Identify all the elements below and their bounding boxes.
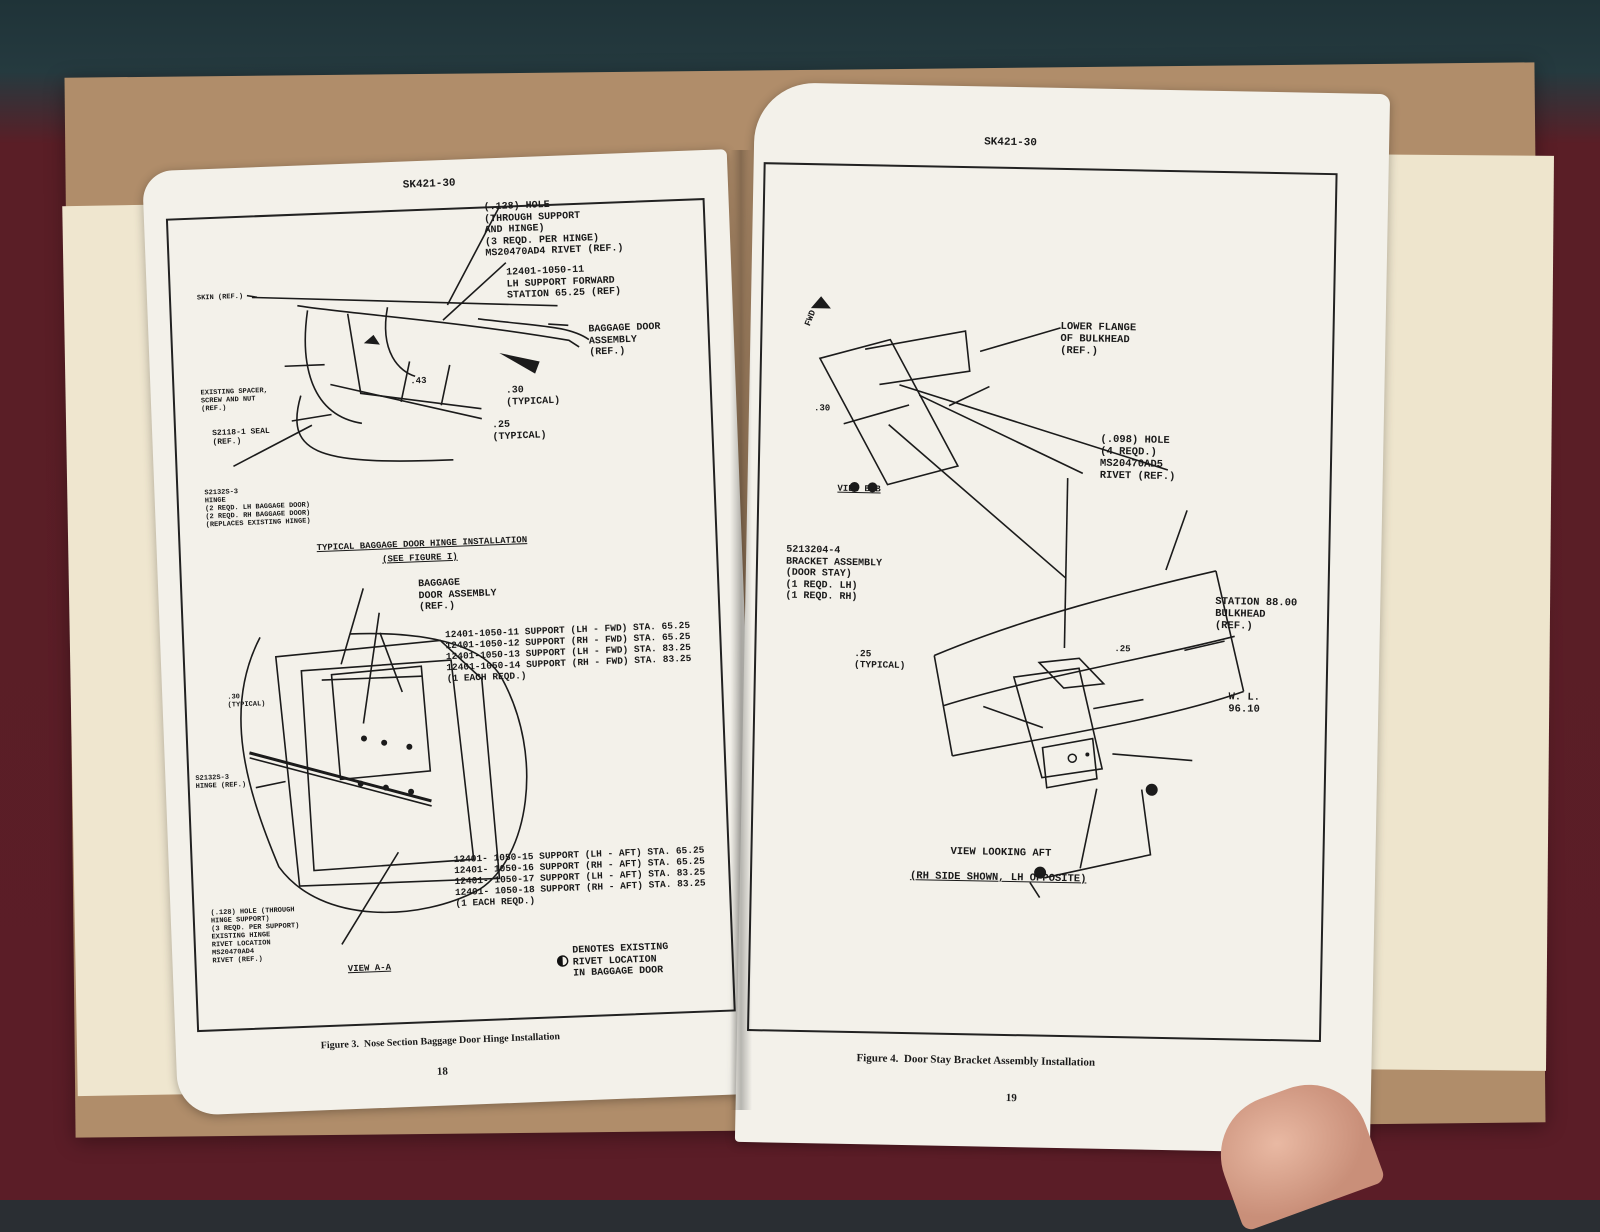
- bracket-assembly-label: 5213204-4 BRACKET ASSEMBLY (DOOR STAY) (…: [785, 544, 883, 604]
- right-figure-drawing: [810, 296, 1245, 899]
- view-looking-aft-title: VIEW LOOKING AFT: [950, 845, 1052, 860]
- dim-25-label-right: .25: [1114, 644, 1131, 655]
- dim-25-typical-label: .25 (TYPICAL): [853, 648, 906, 671]
- dim-30-typical-label: .30 (TYPICAL): [227, 693, 266, 710]
- legend-label: DENOTES EXISTING RIVET LOCATION IN BAGGA…: [572, 941, 669, 980]
- waterline-label: W. L. 96.10: [1228, 691, 1261, 716]
- right-page-number: 19: [1005, 1092, 1017, 1105]
- hinge-label: S2132S-3 HINGE (2 REQD. LH BAGGAGE DOOR)…: [204, 488, 311, 530]
- book-gutter: [730, 150, 752, 1110]
- right-page: SK421-30: [734, 82, 1391, 1154]
- hole-note-top: (.128) HOLE (THROUGH SUPPORT AND HINGE) …: [483, 199, 624, 260]
- fwd-arrow-icon: [810, 296, 831, 309]
- supports-forward-list: 12401-1050-11 SUPPORT (LH - FWD) STA. 65…: [444, 619, 692, 684]
- view-aa-label: VIEW A-A: [347, 962, 392, 975]
- left-page-number: 18: [436, 1065, 449, 1078]
- dim-30-label-right: .30: [813, 403, 831, 414]
- seal-label: S2118-1 SEAL (REF.): [212, 426, 270, 448]
- supports-aft-list: 12401- 1050-15 SUPPORT (LH - AFT) STA. 6…: [453, 844, 706, 909]
- support-forward-label: 12401-1050-11 LH SUPPORT FORWARD STATION…: [506, 264, 622, 302]
- baggage-door-assembly-label: BAGGAGE DOOR ASSEMBLY (REF.): [588, 321, 661, 359]
- left-page: SK421-30: [142, 149, 763, 1116]
- dim-25-label: .25 (TYPICAL): [491, 419, 547, 443]
- hinge-ref-label: S2132S-3 HINGE (REF.): [195, 773, 247, 792]
- dim-43-label: .43: [410, 375, 427, 387]
- baggage-door-assembly-label-2: BAGGAGE DOOR ASSEMBLY (REF.): [417, 577, 497, 614]
- lower-flange-label: LOWER FLANGE OF BULKHEAD (REF.): [1060, 320, 1137, 358]
- station-label: STATION 88.00 BULKHEAD (REF.): [1214, 595, 1298, 633]
- hole-note-right: (.098) HOLE (4 REQD.) MS20470AD5 RIVET (…: [1099, 433, 1176, 484]
- left-figure-drawing: [233, 207, 590, 967]
- view-b-circle-icon: [849, 481, 860, 492]
- spacer-label: EXISTING SPACER, SCREW AND NUT (REF.): [200, 386, 268, 414]
- view-bb-label: VIEW B-B: [837, 483, 881, 495]
- dim-30-label: .30 (TYPICAL): [505, 385, 561, 409]
- hole-note-bottom: (.128) HOLE (THROUGH HINGE SUPPORT) (3 R…: [210, 906, 300, 966]
